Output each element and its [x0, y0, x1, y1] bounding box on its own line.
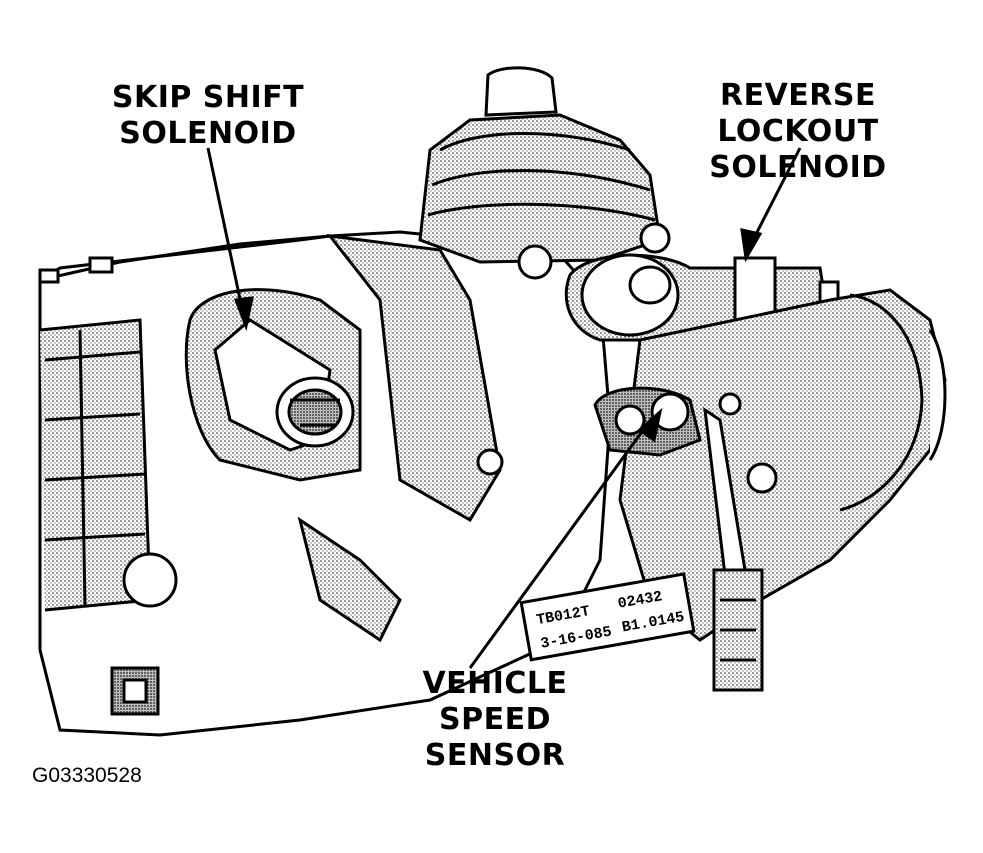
reverse-lockout-label-line-2: SOLENOID: [709, 150, 887, 185]
shift-tower: [418, 66, 671, 280]
skip-shift-arrowhead: [233, 296, 254, 332]
skip-shift-label-line-1: SKIP SHIFT: [111, 80, 305, 115]
figure-code: G03330528: [32, 764, 142, 787]
reverse-lockout-solenoid-label: REVERSE LOCKOUT SOLENOID: [648, 78, 948, 186]
skip-shift-leader: [206, 147, 246, 319]
skip-shift-solenoid-label: SKIP SHIFT SOLENOID: [108, 80, 308, 152]
vss-arrowhead: [637, 407, 663, 443]
vss-leader: [468, 417, 654, 669]
skip-shift-label-line-2: SOLENOID: [119, 116, 297, 151]
vss-label-line-1: VEHICLE: [422, 666, 568, 701]
reverse-lockout-leader: [750, 147, 802, 243]
skip-shift-solenoid: [184, 288, 362, 482]
reverse-lockout-label-line-1: REVERSE LOCKOUT: [717, 78, 879, 149]
leader-lines: [206, 147, 802, 669]
vehicle-speed-sensor-label: VEHICLE SPEED SENSOR: [380, 666, 610, 774]
case-web: [110, 234, 504, 716]
extension-housing: [618, 288, 947, 642]
id-plate: TB012T 02432 3-16-085 B1.0145: [519, 572, 696, 662]
vss-label-line-2: SPEED SENSOR: [424, 702, 566, 773]
reverse-lockout-arrowhead: [740, 228, 763, 263]
